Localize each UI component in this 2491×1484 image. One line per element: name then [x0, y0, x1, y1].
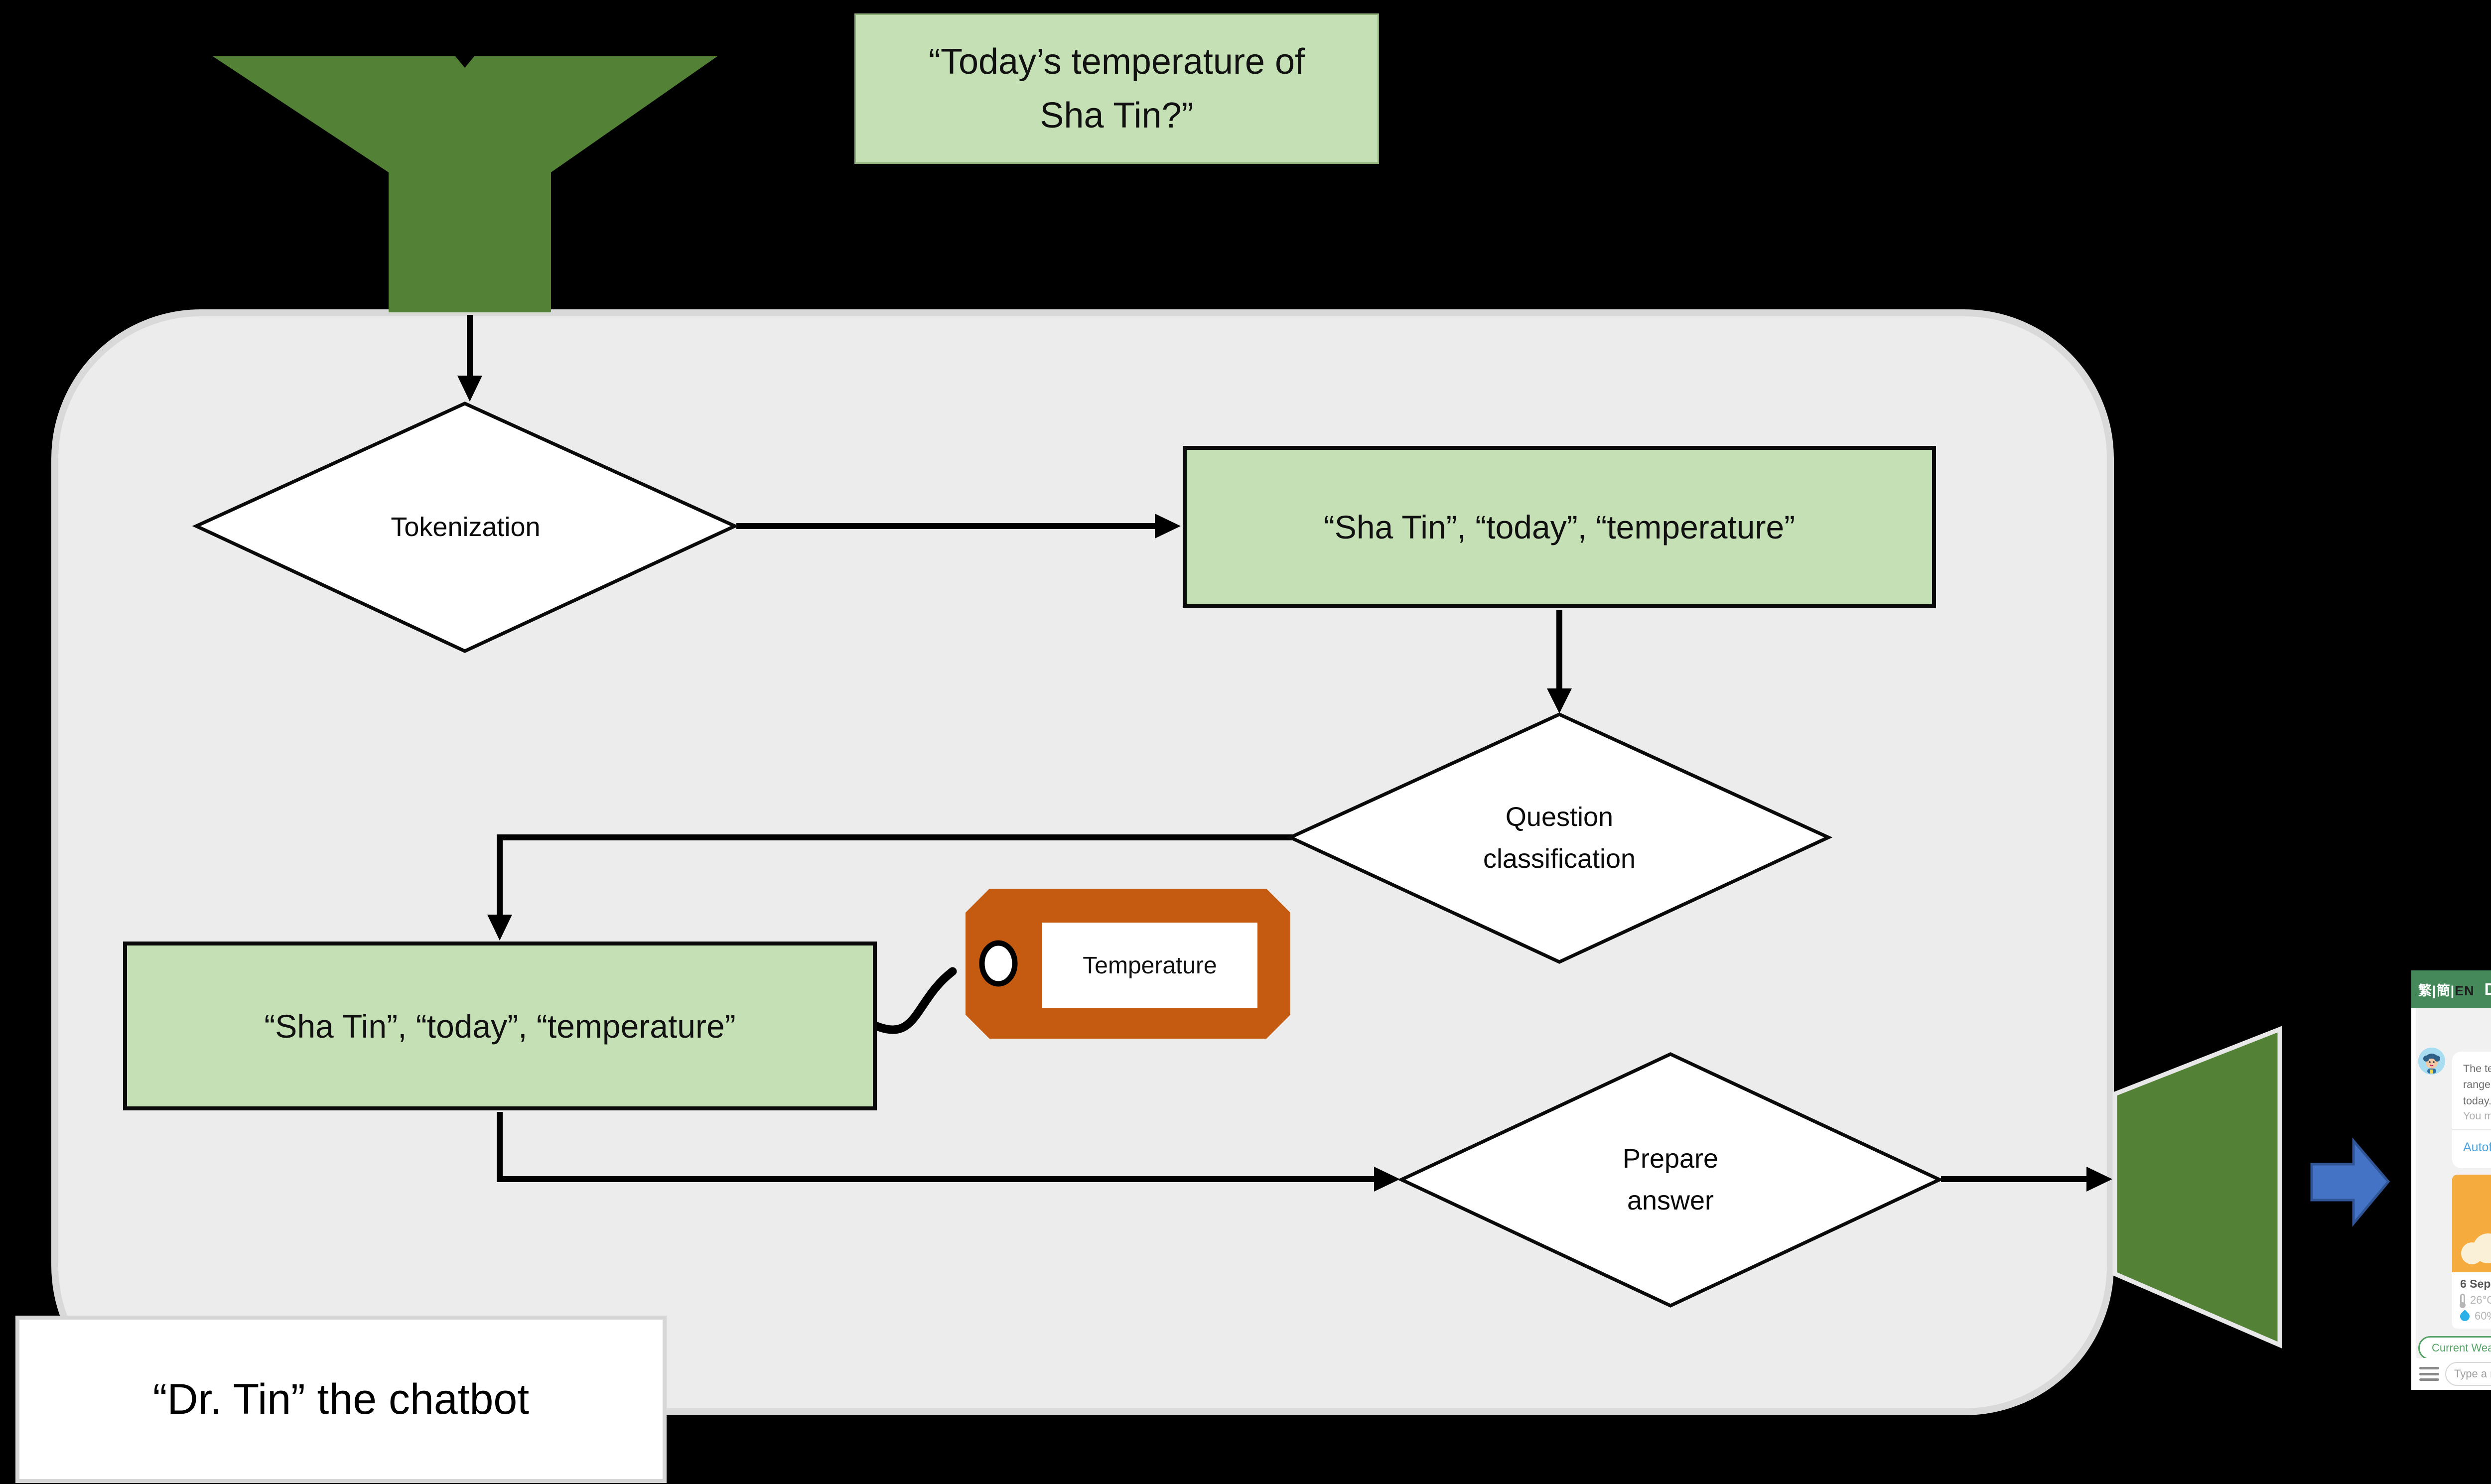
weather-cartoon-image: [2452, 1175, 2491, 1272]
thermometer-icon: [2460, 1294, 2466, 1308]
arrowhead-down-1: [457, 376, 482, 402]
arrowhead-right-3: [2086, 1167, 2112, 1192]
input-question-text: “Today’s temperature of Sha Tin?”: [928, 42, 1305, 135]
lang-traditional[interactable]: 繁: [2418, 983, 2432, 998]
chat-body: Today’s temperature of Sha Tin? The temp…: [2416, 1008, 2491, 1360]
arrowhead-right-2: [1374, 1167, 1400, 1192]
bot-hint-text: You may take a look at:: [2463, 1109, 2491, 1122]
chat-input-bar: [2411, 1358, 2491, 1390]
temperature-tag-label: Temperature: [1042, 923, 1257, 1008]
humidity-drop-icon: [2458, 1309, 2472, 1323]
weather-forecast-card[interactable]: 6 Sep (Monday) 26°C-33°C 60%-95%: [2452, 1175, 2491, 1329]
tokenization-diamond: [192, 402, 739, 653]
menu-icon[interactable]: [2419, 1367, 2439, 1381]
arrow-classification-to-tagged-tokens: [497, 834, 1292, 917]
prepare-answer-diamond: [1397, 1052, 1944, 1308]
arrowhead-down-3: [487, 915, 512, 941]
lang-simplified[interactable]: 簡: [2436, 983, 2451, 998]
input-question-box: “Today’s temperature of Sha Tin?”: [854, 13, 1379, 164]
prepare-answer-label: Prepare answer: [1622, 1143, 1719, 1215]
language-switcher[interactable]: 繁|簡|EN: [2418, 983, 2475, 998]
tokens-box-2: “Sha Tin”, “today”, “temperature”: [123, 942, 877, 1110]
question-classification-diamond: [1286, 712, 1833, 964]
arrowhead-down-2: [1547, 688, 1572, 713]
bot-avatar: [2418, 1048, 2445, 1075]
temperature-range: 26°C-33°C: [2470, 1294, 2491, 1306]
arrowhead-right-1: [1155, 514, 1181, 539]
output-horn-shape: [2112, 1026, 2282, 1349]
forecast-date: 6 Sep (Monday): [2460, 1277, 2491, 1290]
question-classification-label: Question classification: [1483, 802, 1636, 874]
message-input[interactable]: [2445, 1362, 2491, 1386]
funnel-icon: [213, 56, 717, 312]
bot-message-bubble: The temperature at Sha Tin will range be…: [2452, 1052, 2491, 1168]
blue-arrow-icon: [2310, 1137, 2390, 1227]
bot-message-text: The temperature at Sha Tin will range be…: [2463, 1063, 2491, 1107]
autoforecast-link[interactable]: Autoforecast: [2463, 1140, 2491, 1155]
tokenization-label: Tokenization: [391, 512, 541, 542]
quick-reply-current-weather[interactable]: Current Weather: [2418, 1336, 2491, 1360]
chat-title: Dr. Tin (Trial version): [2484, 980, 2491, 998]
tag-string: [872, 967, 957, 1034]
tag-hole: [979, 940, 1018, 987]
dr-tin-chat-window: 繁|簡|EN Dr. Tin (Trial version) Today’s t…: [2411, 970, 2491, 1390]
lang-english[interactable]: EN: [2455, 983, 2475, 998]
arrow-tokens-to-prepare-answer: [497, 1112, 1376, 1182]
diagram-caption: “Dr. Tin” the chatbot: [15, 1316, 667, 1483]
humidity-range: 60%-95%: [2475, 1310, 2491, 1322]
tokens-box-1: “Sha Tin”, “today”, “temperature”: [1183, 446, 1936, 608]
chat-header: 繁|簡|EN Dr. Tin (Trial version): [2411, 970, 2491, 1008]
